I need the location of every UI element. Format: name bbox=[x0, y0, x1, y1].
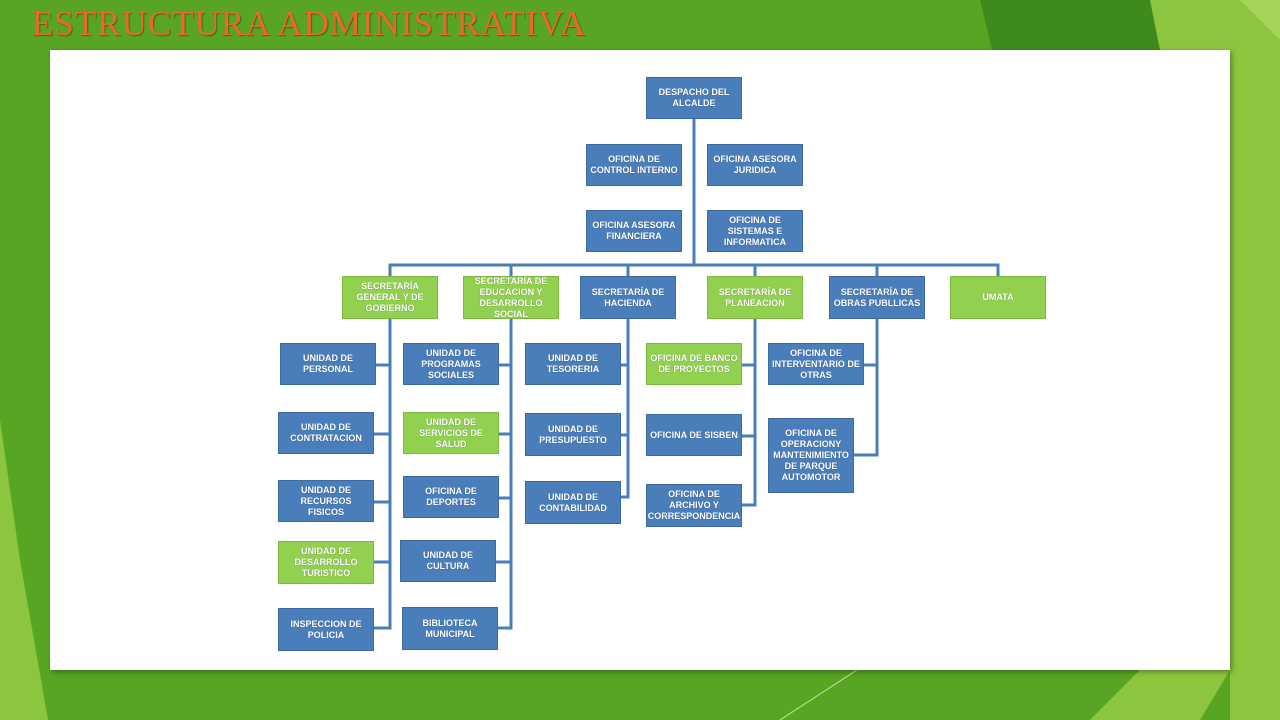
secretariat-planeacion: SECRETARÍA DE PLANEACION bbox=[707, 276, 803, 319]
background-facet-corner bbox=[1240, 0, 1280, 40]
background-facet-bottom bbox=[1090, 670, 1230, 720]
secretariat-educacion: SECRETARÍA DE EDUCACION Y DESARROLLO SOC… bbox=[463, 276, 559, 319]
background-facet-light bbox=[1150, 0, 1280, 720]
unit-desarrollo-turistico: UNIDAD DE DESARROLLO TURISTICO bbox=[278, 541, 374, 584]
unit-archivo-correspondencia: OFICINA DE ARCHIVO Y CORRESPONDENCIA bbox=[646, 484, 742, 527]
unit-banco-proyectos: OFICINA DE BANCO DE PROYECTOS bbox=[646, 343, 742, 385]
unit-inspeccion-policia: INSPECCION DE POLICIA bbox=[278, 608, 374, 651]
org-chart-connectors bbox=[372, 118, 1000, 630]
unit-contabilidad: UNIDAD DE CONTABILIDAD bbox=[525, 481, 621, 524]
unit-programas-sociales: UNIDAD DE PROGRAMAS SOCIALES bbox=[403, 343, 499, 385]
unit-tesoreria: UNIDAD DE TESORERIA bbox=[525, 343, 621, 385]
background-accent-line bbox=[779, 667, 861, 720]
staff-office-control-interno: OFICINA DE CONTROL INTERNO bbox=[586, 144, 682, 186]
staff-office-sistemas: OFICINA DE SISTEMAS E INFORMATICA bbox=[707, 210, 803, 252]
unit-operacion-mantenimiento: OFICINA DE OPERACIONY MANTENIMIENTO DE P… bbox=[768, 418, 854, 493]
unit-presupuesto: UNIDAD DE PRESUPUESTO bbox=[525, 413, 621, 456]
unit-recursos-fisicos: UNIDAD DE RECURSOS FISICOS bbox=[278, 480, 374, 522]
unit-personal: UNIDAD DE PERSONAL bbox=[280, 343, 376, 385]
background-facet-left bbox=[0, 420, 48, 720]
unit-cultura: UNIDAD DE CULTURA bbox=[400, 540, 496, 582]
staff-office-asesora-financiera: OFICINA ASESORA FINANCIERA bbox=[586, 210, 682, 252]
unit-servicios-salud: UNIDAD DE SERVICIOS DE SALUD bbox=[403, 412, 499, 454]
secretariat-umata: UMATA bbox=[950, 276, 1046, 319]
secretariat-obras-publicas: SECRETARÍA DE OBRAS PUBLLICAS bbox=[829, 276, 925, 319]
slide-title: ESTRUCTURA ADMINISTRATIVA bbox=[32, 4, 587, 43]
unit-interventario: OFICINA DE INTERVENTARIO DE OTRAS bbox=[768, 343, 864, 385]
unit-biblioteca: BIBLIOTECA MUNICIPAL bbox=[402, 607, 498, 650]
background-facet-dark bbox=[980, 0, 1160, 50]
org-root-box: DESPACHO DEL ALCALDE bbox=[646, 77, 742, 119]
unit-deportes: OFICINA DE DEPORTES bbox=[403, 476, 499, 518]
staff-office-asesora-juridica: OFICINA ASESORA JURIDICA bbox=[707, 144, 803, 186]
secretariat-general-gobierno: SECRETARÍA GENERAL Y DE GOBIERNO bbox=[342, 276, 438, 319]
secretariat-hacienda: SECRETARÍA DE HACIENDA bbox=[580, 276, 676, 319]
unit-sisben: OFICINA DE SISBEN bbox=[646, 414, 742, 456]
unit-contratacion: UNIDAD DE CONTRATACION bbox=[278, 412, 374, 454]
